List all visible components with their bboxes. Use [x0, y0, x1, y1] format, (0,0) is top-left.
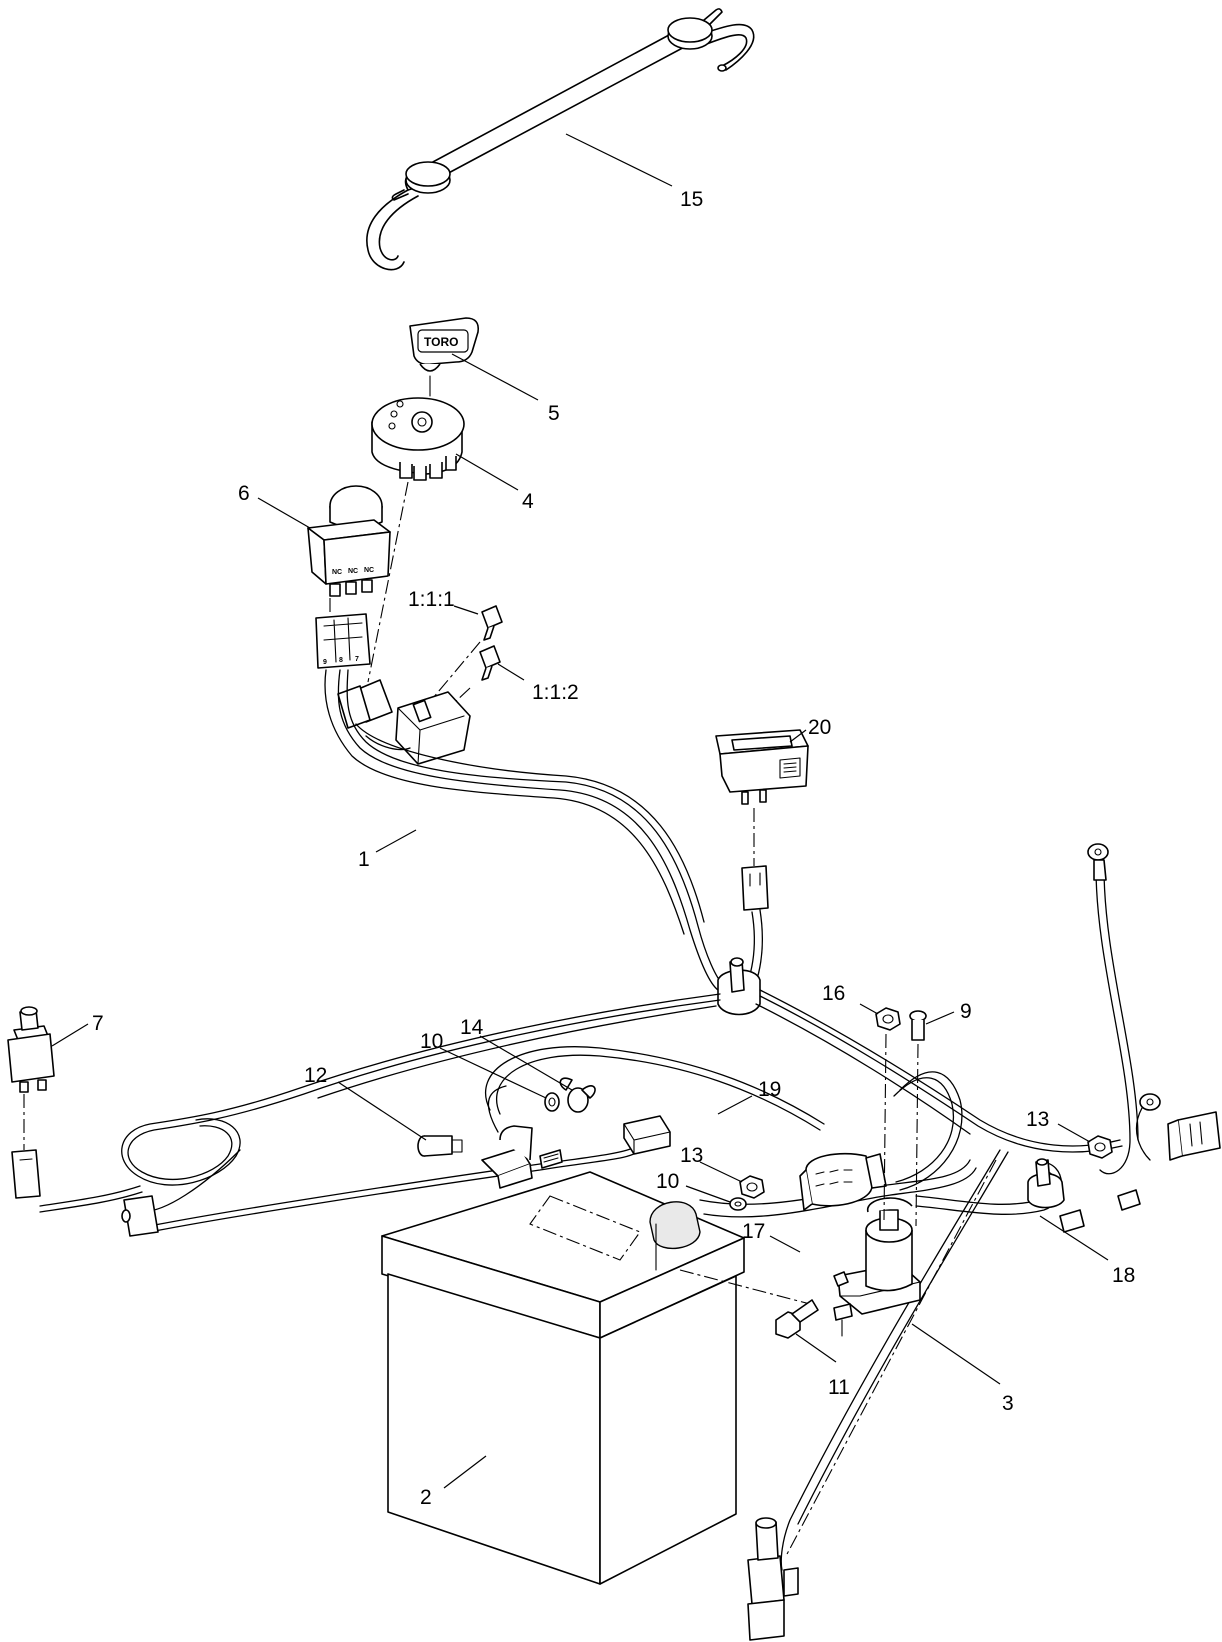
callout-12: 12	[304, 1064, 327, 1087]
battery-hold-down-bracket	[481, 1125, 563, 1189]
ignition-switch	[367, 397, 465, 683]
key-brand-text: TORO	[424, 335, 458, 349]
callout-11: 11	[828, 1376, 850, 1399]
callout-10a: 10	[420, 1030, 443, 1053]
hour-meter	[715, 729, 809, 866]
callout-18: 18	[1112, 1264, 1135, 1287]
switch-terminal-label: NC	[364, 567, 374, 574]
seat-switch-connector	[11, 1149, 41, 1199]
starter-solenoid	[833, 1197, 921, 1337]
leader-1	[375, 829, 417, 853]
switch-terminal-label: NC	[332, 569, 342, 576]
leader-13a	[699, 1161, 743, 1183]
hour-meter-connector	[741, 865, 769, 911]
leader-18	[1039, 1215, 1109, 1261]
callout-13a: 13	[680, 1144, 703, 1167]
callout-6: 6	[238, 482, 250, 505]
battery-hold-down-rod	[366, 8, 755, 271]
ignition-connector	[337, 679, 393, 729]
multi-pin-connector	[799, 1152, 887, 1211]
washer-upper	[544, 1092, 560, 1112]
leader-20	[789, 729, 807, 743]
leader-12	[337, 1081, 427, 1141]
harness-clamp-right	[1027, 1158, 1065, 1209]
hex-nut-center	[739, 1175, 765, 1199]
seat-switch-relay	[7, 1006, 55, 1150]
hex-nut-right	[1087, 1135, 1113, 1159]
callout-1-1-2: 1:1:2	[532, 681, 579, 704]
left-end-connector	[121, 1195, 159, 1237]
callout-10b: 10	[656, 1170, 679, 1193]
callout-16: 16	[822, 982, 845, 1005]
leader-3	[911, 1323, 1001, 1385]
leader-5	[451, 353, 539, 401]
hex-bolt-lower	[775, 1299, 819, 1339]
callout-13b: 13	[1026, 1108, 1049, 1131]
harness-clip	[1059, 1189, 1141, 1233]
callout-14: 14	[460, 1016, 484, 1039]
leader-6	[257, 497, 311, 529]
ignition-key: TORO	[409, 317, 480, 397]
carriage-bolt	[417, 1135, 463, 1157]
leader-lines	[51, 133, 1109, 1489]
fuse-1-1-1	[481, 605, 503, 641]
callout-5: 5	[548, 402, 560, 425]
solenoid-mount-bolt	[833, 1271, 849, 1287]
fuse-holder	[395, 691, 471, 765]
leader-4	[455, 453, 519, 491]
interlock-switch	[747, 1517, 799, 1641]
leader-13b	[1057, 1123, 1091, 1143]
callout-4: 4	[522, 490, 534, 513]
solenoid-bolt	[909, 1010, 927, 1227]
callout-7: 7	[92, 1012, 104, 1035]
leader-17	[769, 1235, 801, 1253]
hex-nut-solenoid	[875, 1007, 901, 1221]
callout-19: 19	[758, 1078, 781, 1101]
callout-9: 9	[960, 1000, 972, 1023]
leader-16	[859, 1003, 879, 1015]
connector-pin-label: 7	[355, 656, 359, 663]
leader-9	[925, 1011, 955, 1025]
battery	[381, 1171, 811, 1585]
right-side-connector	[1167, 1111, 1221, 1161]
harness-junction-box	[623, 1115, 671, 1155]
callout-1: 1	[358, 848, 370, 871]
callout-3: 3	[1002, 1392, 1014, 1415]
pto-switch: NC NC NC	[307, 485, 391, 614]
leader-14	[479, 1035, 573, 1091]
connector-pin-label: 8	[339, 657, 343, 664]
callout-1-1-1: 1:1:1	[408, 588, 455, 611]
fuse-1-1-2	[479, 645, 501, 681]
leader-11	[795, 1333, 837, 1363]
leader-1-1-1	[453, 605, 479, 615]
wing-nut	[559, 1077, 596, 1113]
callout-labels: 15 5 4 6 1:1:1 1:1:2 20 1 7 16 9 14 10 1…	[92, 188, 1135, 1509]
key-brand-plate	[417, 329, 469, 353]
leader-19	[717, 1095, 753, 1115]
main-wire-harness	[324, 669, 763, 1001]
leader-1-1-2	[497, 663, 525, 681]
callout-20: 20	[808, 716, 831, 739]
callout-15: 15	[680, 188, 703, 211]
callout-17: 17	[742, 1220, 765, 1243]
leader-15	[565, 133, 673, 187]
connector-pin-label: 9	[323, 659, 327, 666]
switch-terminal-label: NC	[348, 568, 358, 575]
leader-7	[51, 1023, 89, 1047]
leader-10a	[439, 1047, 547, 1099]
fuse-dash-line	[427, 641, 481, 705]
leader-2	[443, 1455, 487, 1489]
callout-2: 2	[420, 1486, 432, 1509]
harness-clamp	[717, 957, 761, 1016]
pto-connector: 9 8 7	[315, 613, 371, 669]
washer-lower	[729, 1197, 747, 1211]
leader-10b	[685, 1185, 731, 1203]
